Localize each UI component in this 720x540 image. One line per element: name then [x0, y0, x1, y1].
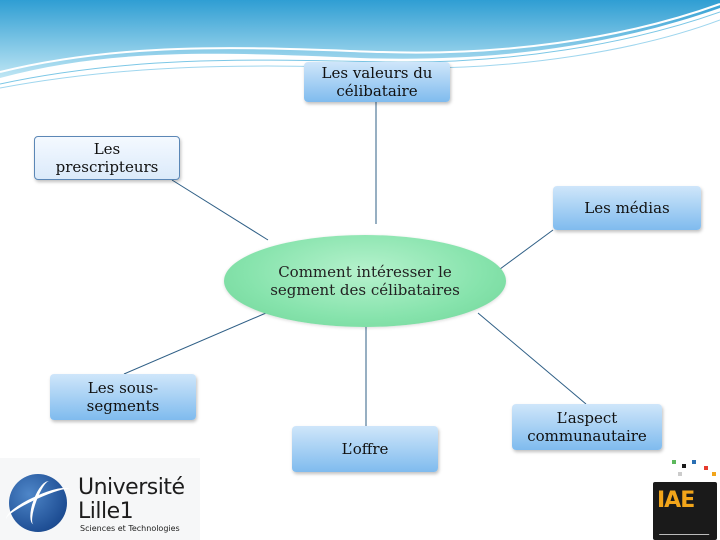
node-valeurs-label: Les valeurs du célibataire: [304, 64, 450, 100]
universite-lille1-logo: Université Lille1 Sciences et Technologi…: [0, 458, 200, 540]
node-prescripteurs[interactable]: Les prescripteurs: [34, 136, 180, 180]
node-medias[interactable]: Les médias: [553, 186, 701, 230]
universite-name: Université Lille1: [78, 476, 198, 524]
central-question-node[interactable]: Comment intéresser le segment des céliba…: [224, 235, 506, 327]
connector-sous-segments: [124, 313, 266, 374]
central-question-label: Comment intéresser le segment des céliba…: [270, 263, 460, 299]
globe-icon: [9, 474, 67, 532]
iae-name: IAE: [657, 488, 715, 514]
connector-communautaire: [478, 313, 586, 404]
node-medias-label: Les médias: [584, 199, 669, 217]
connector-prescripteurs: [172, 180, 268, 240]
signature-mark: [659, 524, 713, 535]
node-valeurs[interactable]: Les valeurs du célibataire: [304, 62, 450, 102]
node-communautaire[interactable]: L’aspect communautaire: [512, 404, 662, 450]
node-communautaire-label: L’aspect communautaire: [522, 409, 652, 445]
universite-tagline: Sciences et Technologies: [80, 524, 200, 533]
connector-medias: [496, 230, 553, 272]
node-offre-label: L’offre: [342, 440, 389, 458]
node-sous-segments[interactable]: Les sous-segments: [50, 374, 196, 420]
node-offre[interactable]: L’offre: [292, 426, 438, 472]
node-sous-segments-label: Les sous-segments: [78, 379, 168, 415]
node-prescripteurs-label: Les prescripteurs: [52, 140, 162, 176]
iae-logo: IAE: [652, 458, 720, 540]
